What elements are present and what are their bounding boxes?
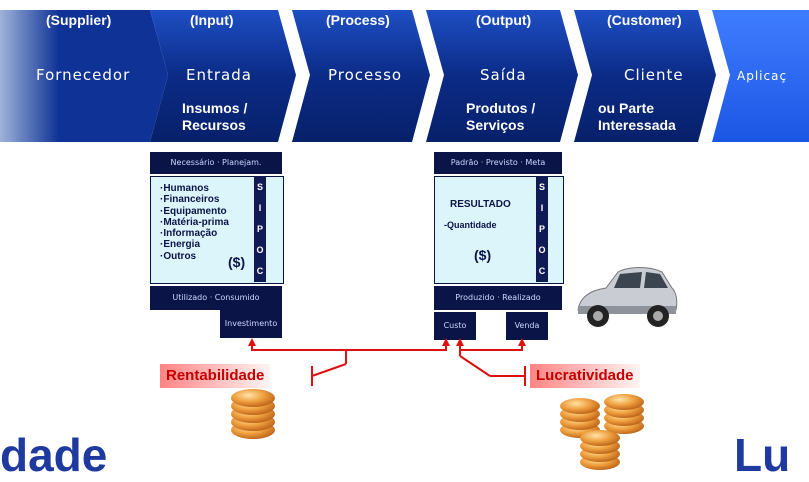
output-money: ($) (474, 247, 492, 263)
chevron-input (150, 10, 296, 142)
bottom-left-word: dade (0, 429, 108, 481)
supplier-label: Fornecedor (36, 66, 131, 84)
input-item-5: ·Informação (160, 228, 218, 240)
output-sub: Produtos / Serviços (466, 100, 535, 134)
lucratividade-bracket (459, 344, 523, 351)
input-bottom-bar: Utilizado · Consumido (150, 286, 282, 310)
coin-stack-rentabilidade-icon (231, 389, 275, 439)
rentabilidade-pointer (311, 363, 347, 377)
sipoc-c: C (256, 266, 264, 277)
sipoc-i: I (540, 202, 544, 213)
output-top-bar: Padrão · Previsto · Meta (434, 152, 562, 174)
sipoc-i: I (258, 202, 262, 213)
arrowhead-cost-2 (456, 338, 464, 346)
input-tag: (Input) (190, 12, 234, 28)
sipoc-p: P (256, 223, 263, 234)
input-item-6: ·Energia (160, 239, 201, 251)
chevron-process (292, 10, 430, 142)
chevron-customer (574, 10, 716, 142)
lucratividade-label: Lucratividade (530, 364, 640, 388)
process-label: Processo (328, 66, 403, 84)
rentabilidade-label: Rentabilidade (160, 364, 271, 388)
sipoc-o: O (256, 245, 264, 256)
output-label: Saída (480, 66, 527, 84)
input-item-1: ·Humanos (160, 183, 209, 194)
sipoc-chevron-bar (0, 10, 809, 142)
rentabilidade-bracket (251, 344, 447, 351)
output-result-title: RESULTADO (450, 199, 511, 210)
arrowhead-input (248, 338, 256, 346)
input-item-4: ·Matéria-prima (160, 216, 229, 228)
sipoc-s: S (538, 181, 545, 192)
input-money: ($) (228, 254, 246, 270)
suv-car-icon (570, 252, 680, 342)
lucratividade-pointer (459, 355, 491, 377)
customer-sub-line-2: Interessada (598, 117, 676, 133)
chevron-supplier (0, 10, 168, 142)
input-sipoc-strip: S I P O C (254, 176, 266, 282)
input-resource-list: ·Humanos ·Financeiros ·Equipamento ·Maté… (160, 183, 229, 262)
output-result-item: -Quantidade (444, 220, 497, 230)
output-sub-line-2: Serviços (466, 117, 525, 133)
customer-sub-line-1: ou Parte (598, 100, 655, 116)
output-cost-box: Custo (434, 312, 476, 340)
sipoc-p: P (538, 223, 545, 234)
sipoc-c: C (538, 266, 546, 277)
coin-stack-lucratividade-icon (560, 394, 644, 470)
output-sipoc-strip: S I P O C (536, 176, 548, 282)
customer-label: Cliente (624, 66, 684, 84)
sipoc-o: O (538, 245, 546, 256)
input-investment-box: Investimento (220, 310, 282, 338)
chevron-application (712, 10, 809, 142)
input-label: Entrada (186, 66, 252, 84)
input-sub-line-2: Recursos (182, 117, 246, 133)
bottom-right-word: Lu (734, 429, 791, 481)
customer-sub: ou Parte Interessada (598, 100, 676, 134)
process-tag: (Process) (326, 12, 390, 28)
coin-stacks (231, 389, 644, 470)
input-sub-line-1: Insumos / (182, 100, 248, 116)
chevron-output (426, 10, 578, 142)
arrowhead-cost (442, 338, 450, 346)
output-sub-line-1: Produtos / (466, 100, 536, 116)
input-item-2: ·Financeiros (160, 194, 220, 206)
output-tag: (Output) (476, 12, 532, 28)
sipoc-s: S (256, 181, 263, 192)
supplier-tag: (Supplier) (46, 12, 112, 28)
input-item-3: ·Equipamento (160, 205, 227, 217)
connector-lines (248, 338, 526, 386)
output-bottom-bar: Produzido · Realizado (434, 286, 562, 310)
input-sub: Insumos / Recursos (182, 100, 247, 134)
input-top-bar: Necessário · Planejam. (150, 152, 282, 174)
application-label: Aplicaç (737, 69, 788, 83)
customer-tag: (Customer) (607, 12, 682, 28)
arrowhead-sale (518, 338, 526, 346)
output-sale-box: Venda (506, 312, 548, 340)
input-item-7: ·Outros (160, 250, 197, 262)
